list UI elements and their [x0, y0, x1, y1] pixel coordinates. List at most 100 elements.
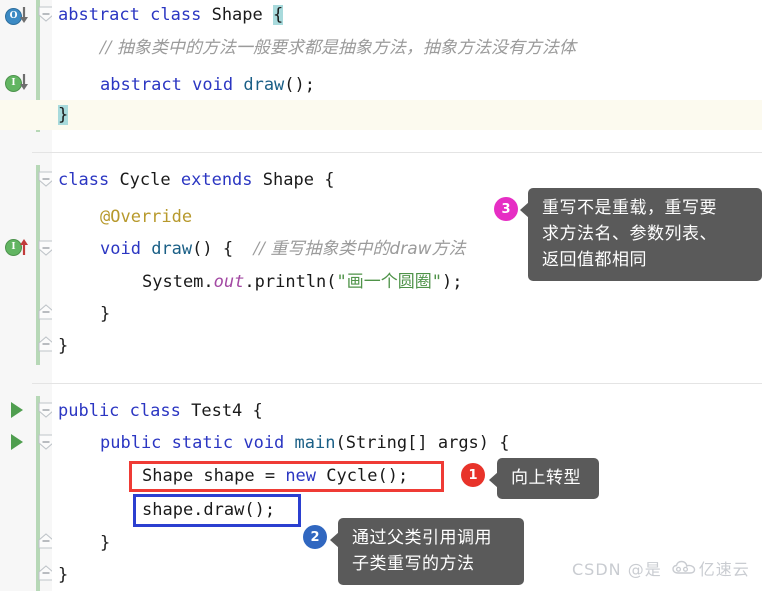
watermark: CSDN @是 亿速云 [572, 556, 750, 580]
blue-highlight-polycall [133, 494, 301, 527]
code-token: static [171, 433, 234, 453]
code-line[interactable]: Shape shape = new Cycle(); [142, 461, 408, 491]
code-token [233, 433, 243, 453]
code-token [119, 401, 129, 421]
code-token: main [294, 433, 336, 453]
code-line[interactable]: public static void main(String[] args) { [100, 428, 510, 458]
code-line[interactable]: @Override [100, 202, 192, 232]
code-token: void [243, 433, 285, 453]
fold-expand-icon[interactable] [38, 434, 54, 455]
vcs-changed-lines-stripe[interactable] [36, 165, 40, 365]
code-token: @Override [100, 207, 193, 227]
code-token: } [58, 105, 69, 125]
code-token [140, 5, 150, 25]
declaration-separator [32, 383, 762, 384]
callout-bubble-3: 重写不是重载，重写要 求方法名、参数列表、 返回值都相同 [520, 188, 762, 281]
code-line[interactable]: abstract class Shape { [58, 0, 284, 30]
implemented-by-method-icon[interactable]: I [3, 72, 33, 94]
code-token: . [244, 272, 255, 292]
overriding-method-icon[interactable]: I [3, 236, 33, 258]
declaration-separator [32, 152, 762, 153]
code-line[interactable]: } [100, 528, 110, 558]
code-token: shape.draw(); [142, 500, 276, 520]
code-line[interactable]: // 抽象类中的方法一般要求都是抽象方法，抽象方法没有方法体 [100, 33, 576, 63]
current-line-highlight [0, 100, 762, 130]
code-line[interactable]: } [58, 331, 68, 361]
red-highlight-upcast [129, 461, 444, 492]
code-token: draw [243, 75, 285, 95]
arrow-down-icon [20, 7, 28, 23]
code-token [181, 401, 191, 421]
code-token: } [100, 533, 111, 553]
watermark-brand: 亿速云 [698, 560, 750, 579]
code-token [182, 75, 192, 95]
code-token: { [273, 5, 284, 25]
fold-expand-icon[interactable] [38, 402, 54, 423]
code-token [161, 433, 171, 453]
code-line[interactable]: class Cycle extends Shape { [58, 165, 334, 195]
code-token: { [313, 170, 335, 190]
code-token: Cycle [326, 466, 378, 486]
code-token: public [100, 433, 162, 453]
code-token: shape = [193, 466, 286, 486]
code-token [263, 5, 273, 25]
code-line[interactable]: System.out.println("画一个圆圈"); [142, 267, 463, 297]
watermark-cloud: 亿速云 [672, 556, 750, 580]
code-token: // [100, 38, 117, 58]
code-line[interactable]: } [100, 299, 110, 329]
callout-badge-1: 1 [461, 463, 485, 487]
code-token: class [129, 401, 181, 421]
code-line[interactable]: } [58, 100, 69, 130]
implemented-by-class-icon[interactable]: O [3, 5, 33, 27]
code-token: abstract [58, 5, 140, 25]
code-token: Test4 [191, 401, 243, 421]
arrow-down-icon [20, 74, 28, 90]
code-token: Shape [142, 466, 194, 486]
code-line[interactable]: shape.draw(); [142, 495, 275, 525]
code-token: } [58, 336, 69, 356]
cloud-icon [672, 560, 695, 574]
code-token: 抽象类中的方法一般要求都是抽象方法，抽象方法没有方法体 [116, 38, 576, 58]
code-token: void [100, 239, 141, 259]
callout-bubble-1: 向上转型 [489, 458, 599, 499]
code-token: (); [284, 75, 316, 95]
run-class-icon[interactable] [3, 399, 33, 421]
code-token [284, 433, 294, 453]
code-token: { [242, 401, 263, 421]
vcs-changed-lines-stripe[interactable] [36, 0, 40, 132]
code-line[interactable]: abstract void draw(); [100, 70, 315, 100]
fold-collapse-icon[interactable] [38, 565, 54, 586]
code-token: . [203, 272, 214, 292]
code-token: 重写抽象类中的draw方法 [270, 239, 466, 259]
code-token [141, 239, 151, 259]
code-token: println [254, 272, 327, 292]
code-token: extends [180, 170, 253, 190]
code-token: "画一个圆圈" [336, 272, 443, 292]
code-line[interactable]: void draw() { // 重写抽象类中的draw方法 [100, 234, 466, 264]
fold-collapse-icon[interactable] [38, 304, 54, 325]
marker-badge: I [5, 239, 22, 256]
watermark-csdn: CSDN @是 [572, 560, 662, 579]
callout-badge-2: 2 [303, 525, 327, 549]
callout-badge-3: 3 [494, 197, 518, 221]
code-token: Shape [262, 170, 314, 190]
fold-collapse-icon[interactable] [38, 336, 54, 357]
vcs-changed-lines-stripe[interactable] [36, 396, 40, 591]
arrow-up-icon [20, 239, 28, 255]
fold-expand-icon[interactable] [38, 240, 54, 261]
run-play-icon [11, 434, 23, 450]
code-line[interactable]: } [58, 560, 68, 590]
code-token: abstract [100, 75, 182, 95]
code-token [233, 75, 243, 95]
code-token: draw [151, 239, 193, 259]
code-token: Cycle [119, 170, 171, 190]
code-token: (String[] args) { [335, 433, 510, 453]
code-token: () { [192, 239, 254, 259]
run-method-icon[interactable] [3, 431, 33, 453]
code-token [201, 5, 211, 25]
fold-expand-icon[interactable] [38, 6, 54, 27]
code-line[interactable]: public class Test4 { [58, 396, 263, 426]
fold-expand-icon[interactable] [38, 171, 54, 192]
fold-collapse-icon[interactable] [38, 533, 54, 554]
